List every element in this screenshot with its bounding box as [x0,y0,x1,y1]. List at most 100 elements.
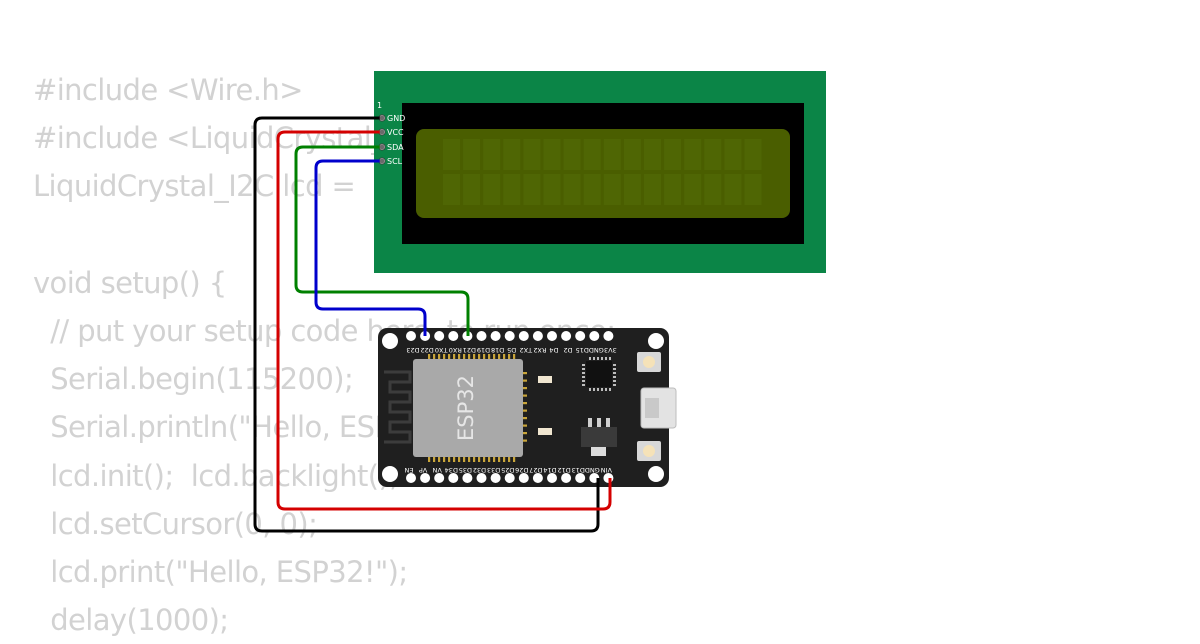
lcd-cell [664,139,682,170]
esp32-pin[interactable] [603,331,614,341]
wire-end-cap [379,144,385,150]
esp32-module-label: ESP32 [454,375,478,441]
code-line: #include <Wire.h> [33,73,303,107]
esp32-pin-label: D5 [507,346,516,354]
esp32-pin-label: D22 [420,346,433,354]
chip-pin [582,384,585,386]
module-leg [522,379,527,382]
esp32-pin[interactable] [462,473,473,483]
en-button[interactable] [643,445,655,457]
chip-pin [609,388,611,391]
esp32-pin-label: VP [419,466,427,474]
esp32-pin[interactable] [518,473,529,483]
lcd-pin-label: GND [387,114,405,123]
esp32-pin[interactable] [434,473,445,483]
esp32-pin-label: D27 [529,466,542,474]
esp32-pin-label: D13 [572,466,585,474]
wire-vcc[interactable] [276,130,612,511]
module-leg [428,456,431,462]
mount-holes [382,333,664,482]
wire-end-cap [379,115,385,121]
esp32-pin-label: D35 [459,466,472,474]
module-leg [433,456,436,462]
esp32-pin[interactable] [575,473,586,483]
regulator-tab-2 [597,418,601,427]
esp32-pin[interactable] [490,473,501,483]
module-leg [498,354,501,360]
module-leg [488,456,491,462]
esp32-pin[interactable] [575,331,586,341]
lcd-cell [623,139,641,170]
esp32-pin-label: GND [585,466,600,474]
esp32-pin[interactable] [406,331,416,341]
chip-pin [582,364,585,366]
chip-pin [593,357,595,360]
wire-sda[interactable] [294,145,470,336]
chip-pin [582,368,585,370]
module-leg [493,456,496,462]
esp32-pin[interactable] [448,331,459,341]
esp32-pin[interactable] [504,331,515,341]
module-leg [468,354,471,360]
module-leg [522,432,527,435]
esp32-pin[interactable] [547,473,557,483]
mount-hole [648,466,664,482]
chip-pin [582,372,585,374]
esp32-pin-label: TX2 [520,346,534,354]
voltage-regulator [581,427,617,447]
esp32-pin[interactable] [406,473,416,483]
chip-pin [582,376,585,378]
chip-pin [613,380,616,382]
smd-led-1 [538,376,552,383]
lcd-cell [724,139,742,170]
lcd-cell [644,174,661,205]
lcd-cell [664,174,682,205]
esp32-pin[interactable] [476,473,487,483]
regulator-tab-3 [606,418,610,427]
lcd-cell [704,174,722,205]
module-leg [478,456,481,462]
chip-pin [613,368,616,370]
esp32-pin-label: TX0 [435,346,449,354]
esp32-pin[interactable] [532,473,543,483]
esp32-pin[interactable] [448,473,459,483]
esp32-pin[interactable] [589,331,600,341]
module-leg [468,456,471,462]
esp32-pin[interactable] [561,473,572,483]
code-line: void setup() { [33,265,227,300]
chip-pin [605,357,607,360]
esp32-pin-label: D32 [473,466,486,474]
esp32-pin-label: VIN [601,466,612,474]
lcd-pin-label: SDA [387,143,404,152]
smd-led-2 [538,428,552,435]
esp32-pin[interactable] [490,331,501,341]
lcd-cell [684,174,702,205]
esp32-pin[interactable] [532,331,543,341]
lcd-cell [563,139,581,170]
lcd-cell [603,174,621,205]
wire-scl[interactable] [314,159,427,336]
chip-pin [582,380,585,382]
esp32-pin[interactable] [420,473,431,483]
esp32-pin[interactable] [504,473,515,483]
esp32-pin[interactable] [476,331,487,341]
lcd-character-cells [443,139,762,205]
esp32-pin[interactable] [547,331,557,341]
wires [253,116,612,533]
esp32-pin[interactable] [561,331,572,341]
chip-pin [605,388,607,391]
esp32-pin[interactable] [518,331,529,341]
esp32-pin-label: D4 [549,346,558,354]
esp32-pin-label: 3V3 [604,346,617,354]
module-leg [483,456,486,462]
lcd-cell [563,174,581,205]
boot-button[interactable] [643,356,655,368]
module-leg [508,354,511,360]
esp32-pin-label: D21 [463,346,476,354]
esp32-pin[interactable] [434,331,445,341]
usb-port-inner [645,398,659,418]
wire-gnd[interactable] [253,116,600,533]
